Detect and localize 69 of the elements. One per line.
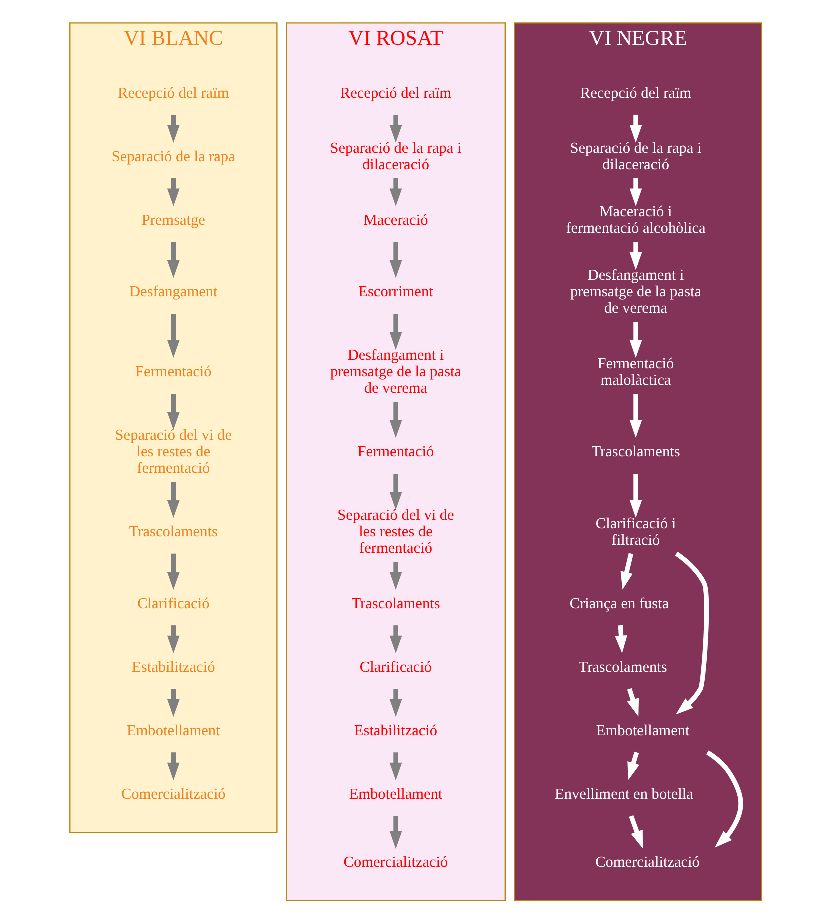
arrow — [167, 625, 180, 654]
node-text: Fermentació — [358, 443, 434, 460]
arrow — [390, 625, 402, 654]
arrow — [390, 242, 402, 278]
node-text: Clarificació — [138, 594, 210, 612]
node-text: Desfangament i premsatge de la pasta de verema — [330, 346, 462, 397]
arrow — [390, 816, 402, 849]
node-text: Recepció del raïm — [118, 84, 230, 102]
arrow — [390, 688, 402, 717]
arrow — [390, 474, 402, 510]
arrow — [627, 688, 640, 716]
node-text: Criança en fusta — [570, 594, 670, 612]
arrow — [615, 624, 628, 654]
node-text: Desfangament — [130, 283, 218, 300]
arrow — [630, 242, 642, 270]
arrow — [167, 752, 180, 780]
node-text: Estabilització — [132, 658, 216, 676]
node-text: Escorriment — [358, 283, 434, 300]
arrow — [630, 474, 642, 518]
node-text: Comercialització — [121, 785, 226, 802]
arrow — [620, 552, 634, 590]
node-text: Comercialització — [596, 854, 700, 871]
arrow — [630, 114, 642, 142]
arrow — [167, 482, 180, 518]
arrow — [630, 394, 642, 438]
node-text: Embotellament — [349, 785, 443, 802]
arrow — [629, 814, 644, 848]
arrow — [167, 314, 180, 358]
node-text: Maceració i fermentació alcohòlica — [566, 203, 706, 237]
node-text: Fermentació — [135, 363, 212, 380]
arrow — [167, 553, 180, 590]
node-text: Desfangament i premsatge de la pasta de verema — [570, 266, 702, 317]
node-text: Comercialització — [344, 854, 448, 871]
node-text: Separació de la rapa i dilaceració — [570, 140, 702, 174]
arrow — [630, 322, 642, 358]
node-text: Embotellament — [596, 722, 690, 739]
node-text: Clarificació — [360, 658, 432, 676]
node-text: Premsatge — [142, 211, 206, 228]
arrow — [628, 751, 640, 780]
arrow — [167, 394, 180, 430]
arrow — [167, 114, 180, 142]
node-text: Separació de la rapa i dilaceració — [330, 140, 462, 174]
node-text: Estabilització — [354, 722, 438, 739]
arrow — [675, 551, 710, 714]
arrow — [390, 752, 402, 780]
node-text: Trascolaments — [352, 594, 440, 612]
arrow — [706, 750, 744, 848]
node-text: Trascolaments — [592, 443, 680, 460]
arrow — [167, 242, 180, 278]
node-text: Maceració — [364, 211, 428, 228]
node-text: Separació de la rapa — [112, 148, 236, 165]
arrow — [630, 178, 642, 206]
node-text: Trascolaments — [129, 523, 218, 540]
node-text: Recepció del raïm — [580, 84, 692, 102]
arrow — [167, 688, 180, 717]
arrow — [390, 402, 402, 438]
node-text: Envelliment en botella — [555, 785, 694, 802]
node-text: Trascolaments — [578, 658, 668, 676]
node-text: Clarificació i filtració — [596, 514, 676, 548]
node-text: Fermentació malolàctica — [598, 354, 674, 388]
node-text: Recepció del raïm — [340, 84, 452, 102]
node-text: Separació del vi de les restes de fermentació — [338, 506, 454, 557]
node-text: Embotellament — [126, 722, 220, 739]
arrow — [390, 562, 402, 590]
arrow — [390, 178, 402, 206]
arrow — [390, 114, 402, 142]
node-text: Separació del vi de les restes de fermentació — [115, 426, 232, 477]
arrow — [390, 314, 402, 350]
arrow — [167, 178, 180, 206]
